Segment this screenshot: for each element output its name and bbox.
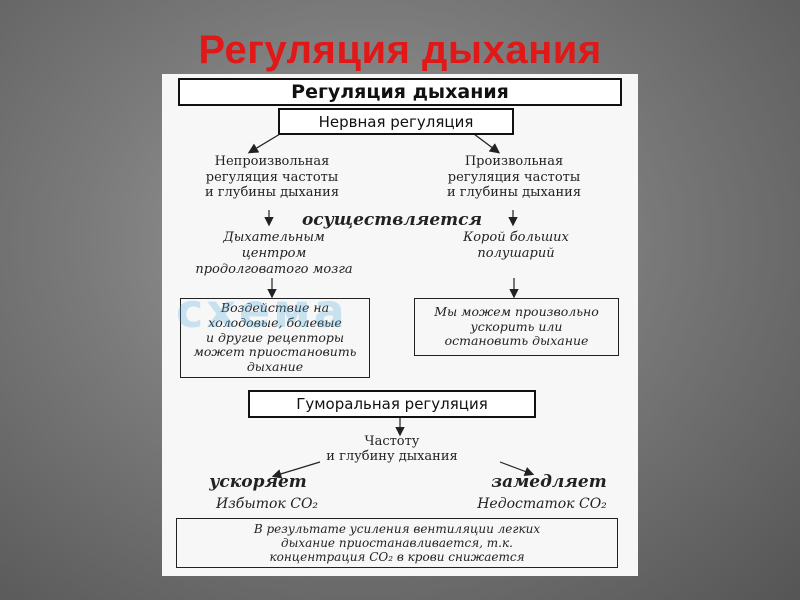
humoral-regulation-label: Гуморальная регуляция <box>296 395 488 413</box>
voluntary-box-line-2: ускорить или <box>470 318 563 334</box>
header-box: Регуляция дыхания <box>178 78 622 106</box>
voluntary-text: Произвольная регуляция частоты и глубины… <box>424 154 604 201</box>
arrow-to-slows <box>499 461 535 476</box>
result-line-2: дыхание приостанавливается, т.к. <box>281 535 513 550</box>
accelerates-label: ускоряет <box>209 472 307 492</box>
rate-depth-text: Частоту и глубину дыхания <box>292 434 492 465</box>
arrow-to-accelerates <box>271 461 321 479</box>
center-line-2: центром <box>241 245 307 261</box>
watermark-logo: сxема <box>176 284 348 338</box>
arrow-to-involuntary <box>247 133 281 154</box>
connector-lines <box>247 133 535 479</box>
involuntary-line-2: регуляция частоты <box>205 169 339 185</box>
voluntary-box-line-3: остановить дыхание <box>444 333 589 349</box>
center-line-1: Дыхательным <box>223 230 325 245</box>
humoral-regulation-box: Гуморальная регуляция <box>248 390 536 418</box>
nervous-regulation-box: Нервная регуляция <box>278 108 514 135</box>
involuntary-line-3: и глубины дыхания <box>204 185 340 201</box>
center-text: Дыхательным центром продолговатого мозга <box>176 230 372 278</box>
deficit-co2-label: Недостаток CO₂ <box>477 496 607 512</box>
voluntary-line-2: регуляция частоты <box>447 169 581 185</box>
cortex-line-2: полушарий <box>477 245 555 261</box>
rate-depth-line-1: Частоту <box>364 434 420 449</box>
nervous-regulation-label: Нервная регуляция <box>318 112 474 131</box>
receptors-line-1: Воздействие на <box>220 300 330 316</box>
center-line-3: продолговатого мозга <box>195 261 353 277</box>
carried-out-label: осуществляется <box>301 210 483 230</box>
cortex-line-1: Корой больших <box>463 230 569 245</box>
rate-depth-line-2: и глубину дыхания <box>326 449 458 465</box>
slide-title: Регуляция дыхания <box>198 28 602 72</box>
involuntary-text: Непроизвольная регуляция частоты и глуби… <box>182 154 362 201</box>
result-line-1: В результате усиления вентиляции легких <box>253 521 541 536</box>
voluntary-line-1: Произвольная <box>464 154 564 169</box>
slows-label: замедляет <box>491 472 607 492</box>
receptors-box: Воздействие на холодовые, болевые и друг… <box>180 298 370 378</box>
header-text: Регуляция дыхания <box>291 81 509 103</box>
involuntary-line-1: Непроизвольная <box>214 154 330 169</box>
receptors-line-4: может приостановить <box>193 344 357 360</box>
diagram-panel: Регуляция дыхания Нервная регуляция Непр… <box>162 74 638 576</box>
receptors-line-3: и другие рецепторы <box>205 329 345 345</box>
receptors-line-5: дыхание <box>246 359 304 375</box>
receptors-line-2: холодовые, болевые <box>208 314 342 330</box>
cortex-text: Корой больших полушарий <box>432 230 600 262</box>
voluntary-box-line-1: Мы можем произвольно <box>434 303 599 319</box>
arrow-to-voluntary <box>473 133 501 154</box>
result-line-3: концентрация CO₂ в крови снижается <box>269 550 525 565</box>
result-box: В результате усиления вентиляции легких … <box>176 518 618 568</box>
voluntary-line-3: и глубины дыхания <box>446 185 582 201</box>
voluntary-control-box: Мы можем произвольно ускорить или остано… <box>414 298 619 356</box>
excess-co2-label: Избыток CO₂ <box>215 496 319 512</box>
